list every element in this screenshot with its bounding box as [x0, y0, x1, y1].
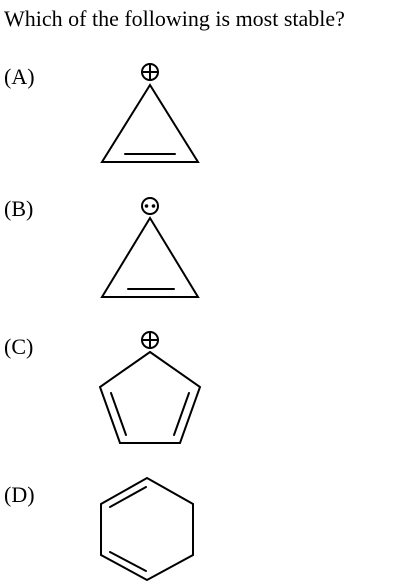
option-a-label: (A): [4, 64, 35, 89]
structure-d-ring: [100, 476, 194, 582]
structure-d-double-bond-bottom: [109, 551, 147, 572]
structure-d-double-bond-top: [109, 486, 147, 508]
structure-c-double-bond-left: [110, 392, 127, 436]
option-d-label: (D): [4, 482, 35, 507]
lone-pair-charge-icon: [141, 197, 159, 215]
structure-c-cyclopentadienyl-cation: [98, 331, 202, 444]
option-b-label: (B): [4, 196, 34, 221]
structure-b-ring: [100, 216, 200, 298]
structure-c-ring: [98, 350, 202, 444]
plus-charge-icon: [141, 331, 159, 349]
plus-charge-icon: [141, 63, 159, 81]
structure-b-cyclopropenyl-anion: [100, 197, 200, 298]
question-text: Which of the following is most stable?: [4, 6, 345, 31]
structure-a-cyclopropenyl-cation: [100, 63, 200, 163]
structure-c-double-bond-right: [173, 392, 190, 436]
structure-d-cyclohexadiene: [100, 476, 194, 582]
structure-a-ring: [100, 83, 200, 163]
option-c-label: (C): [4, 334, 34, 359]
